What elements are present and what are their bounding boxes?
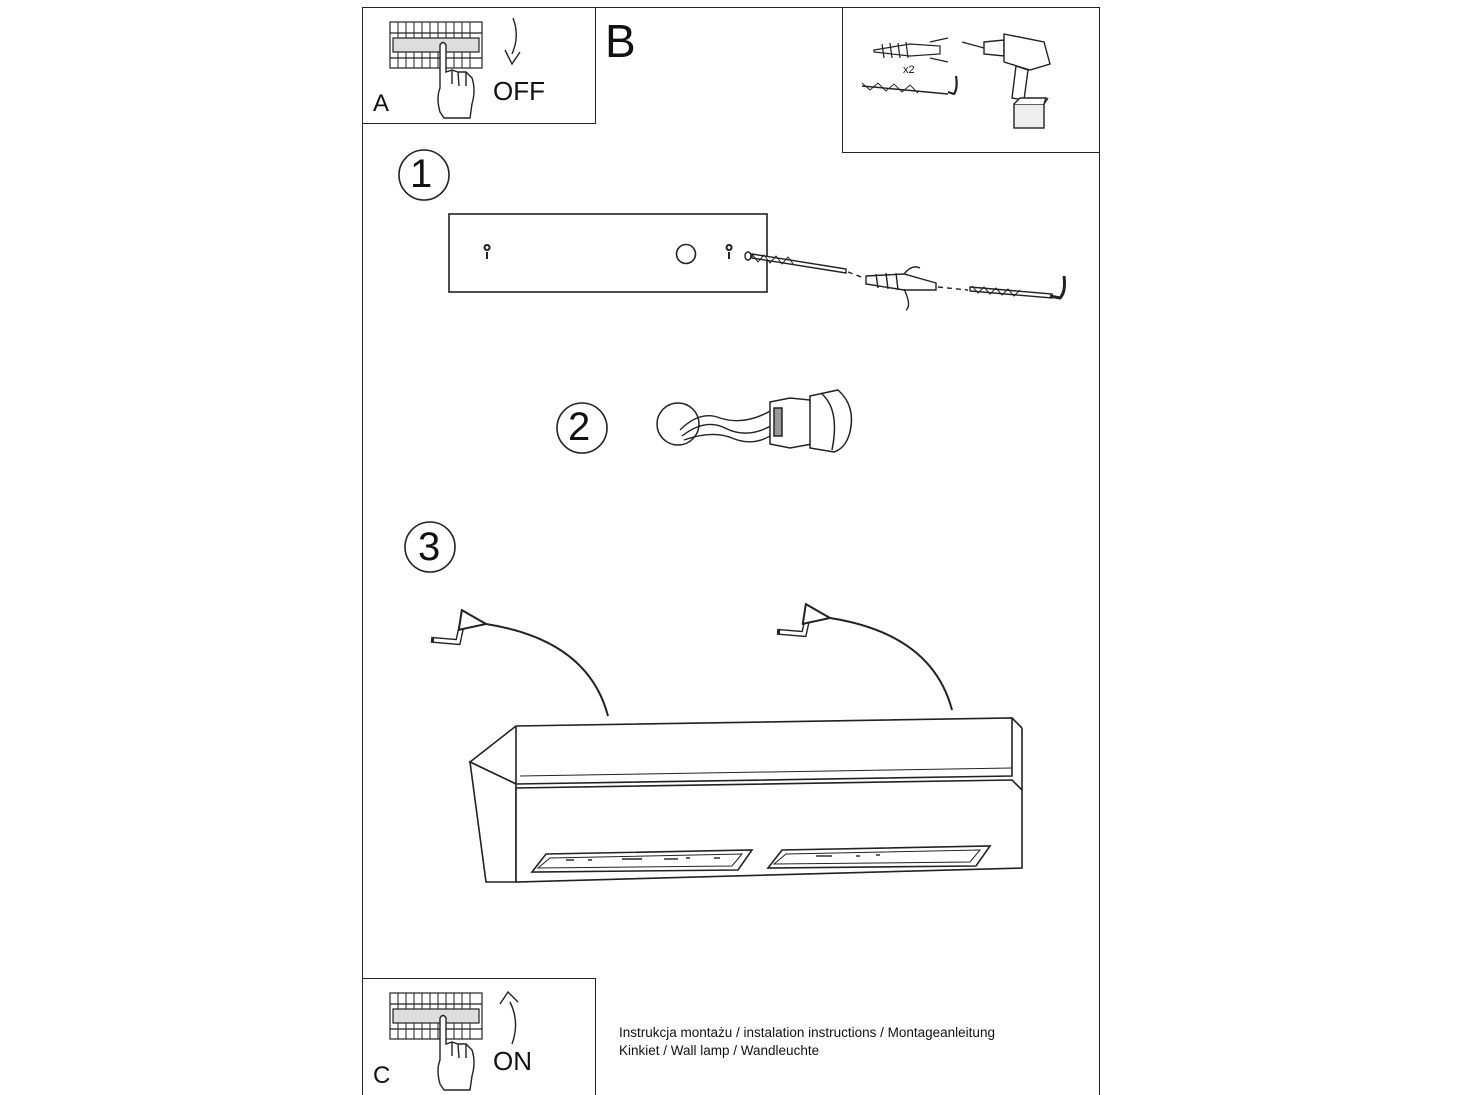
- panel-b-letter: B: [605, 15, 636, 67]
- anchor-count-label: x2: [903, 64, 915, 76]
- hook-screw-icon: [861, 75, 958, 96]
- wall-lamp-body: [468, 717, 1023, 883]
- footer-line-2: Kinkiet / Wall lamp / Wandleuchte: [619, 1043, 820, 1058]
- arrow-right-curve: [830, 618, 953, 711]
- step-2-circle: [556, 402, 608, 454]
- supply-wires-icon: [679, 409, 777, 443]
- step-1-screw: [744, 251, 847, 274]
- step-1-wall-plug: [865, 266, 937, 311]
- breaker-panel-c-icon: [389, 992, 483, 1040]
- step-2-number: 2: [568, 405, 591, 449]
- step-1-dash-right: [937, 286, 969, 291]
- step-3-circle: [404, 521, 456, 573]
- step-1-number: 1: [410, 152, 433, 196]
- panel-c-letter: C: [373, 1062, 391, 1089]
- instruction-sheet: [362, 7, 1100, 1095]
- step-1-hook-screw: [969, 275, 1066, 300]
- hand-c-icon: [437, 1014, 475, 1091]
- arrow-left-curve: [486, 624, 609, 717]
- step-3-number: 3: [418, 525, 441, 569]
- lamp-holder-icon: [769, 389, 853, 453]
- arrow-down-a-icon: [504, 17, 521, 66]
- panel-a-off-label: OFF: [493, 76, 545, 106]
- mounting-plate: [448, 213, 768, 293]
- footer-line-1: Instrukcja montażu / instalation instruc…: [619, 1025, 995, 1040]
- hand-a-icon: [437, 41, 475, 119]
- arrow-up-c-icon: [499, 990, 519, 1045]
- step-1-circle: [398, 149, 450, 201]
- junction-box-icon: [656, 402, 700, 446]
- wall-plug-icon: [873, 37, 949, 63]
- panel-a-letter: A: [373, 90, 390, 117]
- cordless-drill-icon: [961, 33, 1051, 129]
- panel-tools: [842, 7, 1100, 153]
- step-1-dash-left: [847, 271, 865, 279]
- panel-c-on-label: ON: [493, 1046, 532, 1076]
- breaker-panel-a-icon: [389, 21, 483, 69]
